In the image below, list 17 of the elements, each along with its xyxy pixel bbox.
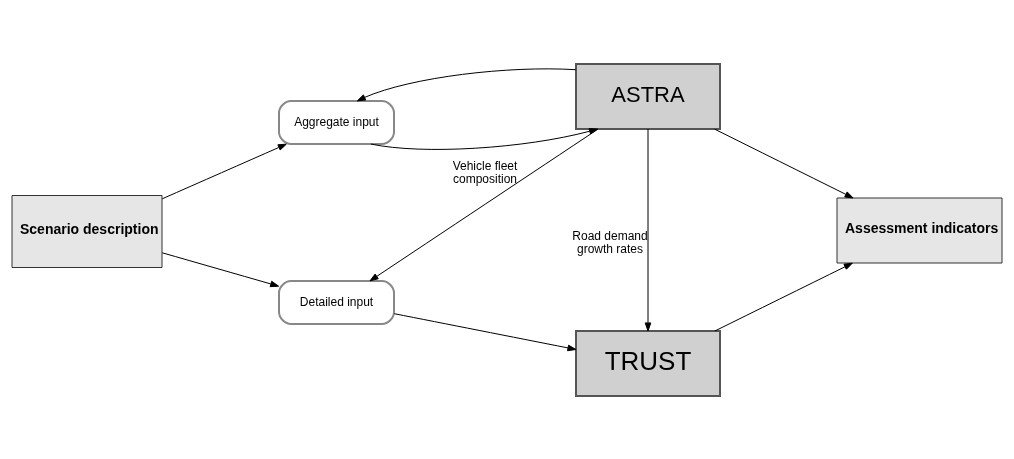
arrow: [369, 128, 599, 281]
arrow: [370, 127, 598, 150]
arrow: [393, 312, 577, 351]
arrow: [714, 128, 854, 198]
node-box: Aggregate input: [278, 99, 395, 145]
arrow: [161, 251, 280, 287]
node-box: ASTRA: [575, 62, 721, 130]
node-box: Detailed input: [278, 279, 395, 325]
edge-label: Road demand growth rates: [572, 228, 648, 256]
node-box: Assessment indicators: [836, 197, 1003, 263]
edge-label: Vehicle fleet composition: [452, 158, 518, 186]
node-box: TRUST: [575, 329, 721, 397]
arrow: [356, 67, 577, 101]
arrow: [161, 143, 287, 199]
node-box: Scenario description: [11, 194, 163, 268]
arrow: [714, 262, 853, 331]
arrow: [644, 128, 652, 331]
